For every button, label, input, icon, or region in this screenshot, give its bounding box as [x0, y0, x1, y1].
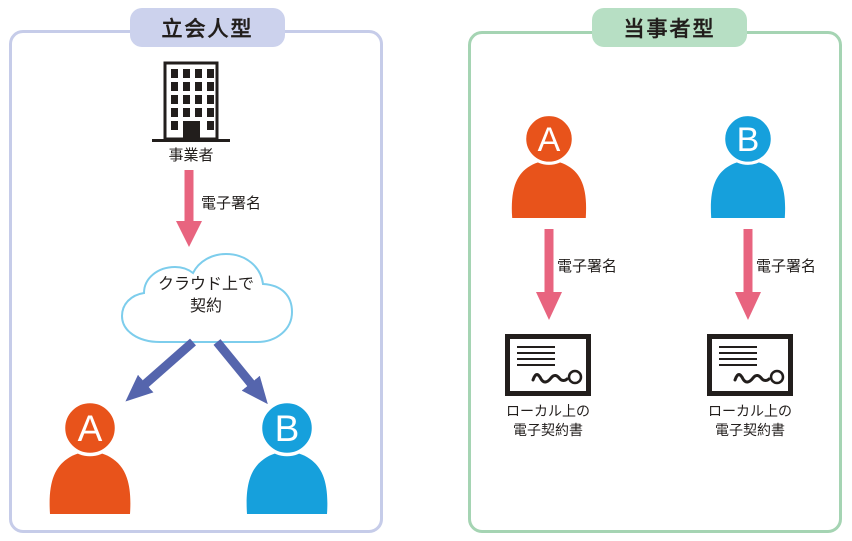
person-head — [722, 115, 774, 165]
distribute-arrow-right-icon — [213, 339, 268, 405]
document-label: ローカル上の 電子契約書 — [708, 403, 792, 438]
building-icon — [152, 61, 230, 142]
seal-circle-icon — [567, 369, 583, 385]
business-label: 事業者 — [168, 147, 214, 164]
person-a-icon: A — [49, 402, 131, 514]
person-letter: A — [78, 408, 103, 449]
esign-arrow-icon — [176, 170, 202, 247]
esign-arrow-icon — [536, 229, 562, 320]
signature-squiggle-icon — [531, 373, 569, 384]
person-head — [61, 402, 119, 457]
document-icon — [505, 334, 591, 396]
esign-label: 電子署名 — [756, 258, 817, 275]
party-type-title: 当事者型 — [592, 8, 747, 47]
document-label: ローカル上の 電子契約書 — [506, 403, 590, 438]
person-body — [246, 452, 328, 514]
document-icon — [707, 334, 793, 396]
distribute-arrows-icon — [125, 338, 268, 405]
distribute-arrow-left-icon — [125, 338, 196, 402]
person-letter: B — [275, 408, 300, 449]
person-body — [710, 160, 786, 218]
person-body — [511, 160, 587, 218]
esign-arrow-icon — [735, 229, 761, 320]
person-b-icon: B — [246, 402, 328, 514]
person-head — [523, 115, 575, 165]
cloud-label: クラウド上で 契約 — [157, 276, 254, 315]
person-body — [49, 452, 131, 514]
esign-label: 電子署名 — [557, 258, 618, 275]
person-b-icon: B — [710, 115, 786, 218]
cloud-icon — [120, 252, 294, 343]
esign-label: 電子署名 — [201, 195, 262, 212]
person-a-icon: A — [511, 115, 587, 218]
person-letter: A — [538, 121, 561, 159]
person-letter: B — [737, 121, 760, 159]
person-head — [258, 402, 316, 457]
seal-circle-icon — [769, 369, 785, 385]
signature-squiggle-icon — [733, 373, 771, 384]
witness-type-title: 立会人型 — [130, 8, 285, 47]
party-type-panel — [468, 31, 842, 533]
